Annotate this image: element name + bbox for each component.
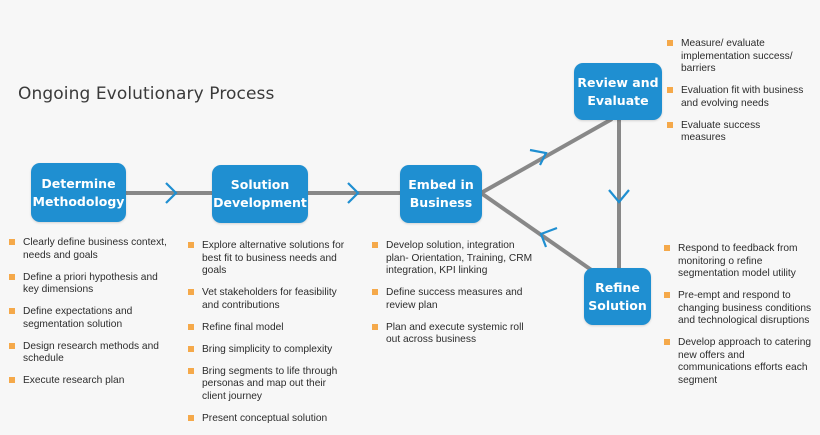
bullet-square-icon: [188, 345, 194, 352]
bullet-square-icon: [667, 40, 673, 46]
diagram-title: Ongoing Evolutionary Process: [18, 84, 275, 104]
list-item: Measure/ evaluate implementation success…: [667, 38, 807, 76]
bullet-square-icon: [9, 273, 15, 280]
stage-solution-development: Solution Development: [212, 165, 308, 223]
list-item: Develop approach to catering new offers …: [664, 337, 815, 387]
determine-bullets: Clearly define business context, needs a…: [9, 237, 169, 397]
list-item: Respond to feedback from monitoring o re…: [664, 243, 815, 281]
bullet-square-icon: [188, 323, 194, 330]
bullet-square-icon: [188, 414, 194, 421]
stage-review-and-evaluate: Review and Evaluate: [574, 63, 662, 120]
list-item: Pre-empt and respond to changing busines…: [664, 290, 815, 328]
list-item: Define success measures and review plan: [372, 287, 534, 312]
bullet-square-icon: [372, 289, 378, 295]
bullet-square-icon: [9, 377, 15, 383]
list-item: Design research methods and schedule: [9, 341, 169, 366]
list-item: Develop solution, integration plan- Orie…: [372, 240, 534, 278]
chevron-right-icon: [347, 182, 360, 204]
refine-bullets: Respond to feedback from monitoring o re…: [664, 243, 815, 397]
chevron-down-icon: [608, 189, 630, 204]
bullet-square-icon: [188, 289, 194, 295]
list-item: Bring segments to life through personas …: [188, 366, 346, 404]
bullet-square-icon: [667, 87, 673, 93]
embed-bullets: Develop solution, integration plan- Orie…: [372, 240, 534, 356]
chevron-right-icon: [165, 182, 178, 204]
chevron-up-right-icon: [529, 148, 548, 166]
list-item: Evaluate success measures: [667, 120, 807, 145]
stage-refine-solution: Refine Solution: [584, 268, 651, 325]
bullet-square-icon: [188, 367, 194, 374]
list-item: Define a priori hypothesis and key dimen…: [9, 272, 169, 297]
list-item: Plan and execute systemic roll out acros…: [372, 322, 534, 347]
bullet-square-icon: [372, 323, 378, 330]
review-bullets: Measure/ evaluate implementation success…: [667, 38, 807, 154]
bullet-square-icon: [9, 239, 15, 245]
list-item: Refine final model: [188, 322, 346, 335]
solution-bullets: Explore alternative solutions for best f…: [188, 240, 346, 435]
bullet-square-icon: [372, 242, 378, 248]
list-item: Vet stakeholders for feasibility and con…: [188, 287, 346, 312]
bullet-square-icon: [188, 242, 194, 248]
list-item: Explore alternative solutions for best f…: [188, 240, 346, 278]
bullet-square-icon: [9, 308, 15, 314]
bullet-square-icon: [667, 121, 673, 128]
bullet-square-icon: [664, 245, 670, 251]
list-item: Present conceptual solution: [188, 413, 346, 426]
bullet-square-icon: [664, 292, 670, 298]
bullet-square-icon: [9, 342, 15, 349]
list-item: Bring simplicity to complexity: [188, 344, 346, 357]
stage-embed-in-business: Embed in Business: [400, 165, 482, 223]
list-item: Define expectations and segmentation sol…: [9, 306, 169, 331]
list-item: Evaluation fit with business and evolvin…: [667, 85, 807, 110]
bullet-square-icon: [664, 339, 670, 345]
chevron-left-up-icon: [539, 226, 558, 248]
list-item: Clearly define business context, needs a…: [9, 237, 169, 262]
stage-determine-methodology: Determine Methodology: [31, 163, 126, 222]
list-item: Execute research plan: [9, 375, 169, 388]
connector-embed-review: [480, 117, 613, 195]
